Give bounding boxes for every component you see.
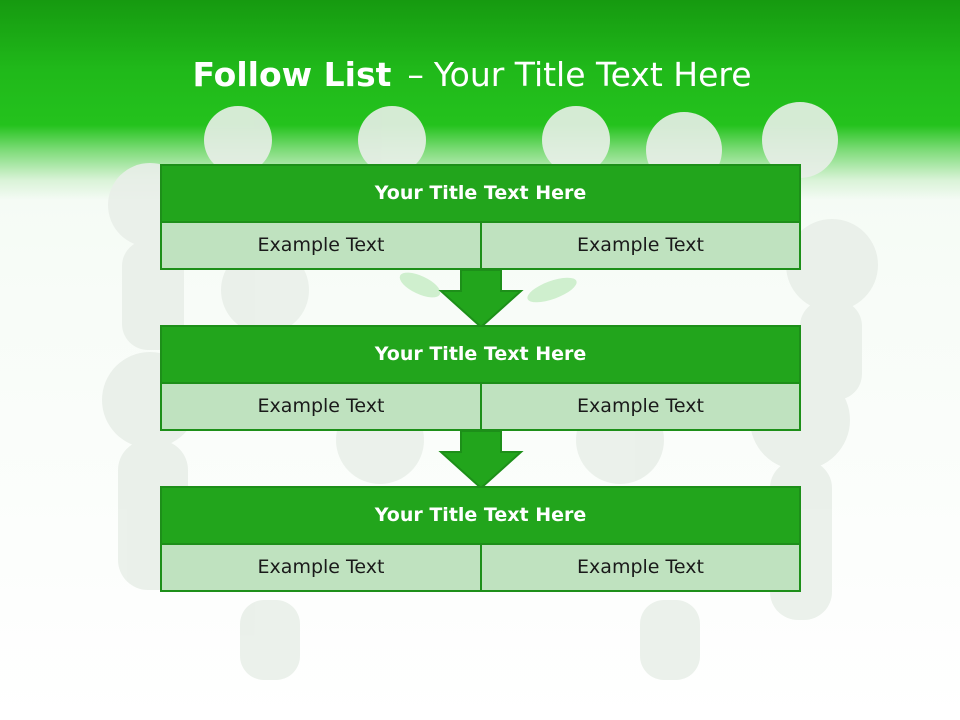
step-cell-right: Example Text [482, 223, 799, 268]
step-title: Your Title Text Here [162, 327, 799, 384]
slide-title: Follow List–Your Title Text Here [0, 52, 944, 98]
figure-head [358, 106, 426, 174]
figure-head [762, 102, 838, 178]
step-block-3: Your Title Text Here Example Text Exampl… [160, 486, 801, 592]
title-separator: – [407, 55, 424, 94]
figure-head [786, 219, 878, 311]
step-title: Your Title Text Here [162, 166, 799, 223]
step-block-2: Your Title Text Here Example Text Exampl… [160, 325, 801, 431]
figure-head [542, 106, 610, 174]
step-cell-right: Example Text [482, 384, 799, 429]
step-block-1: Your Title Text Here Example Text Exampl… [160, 164, 801, 270]
down-arrow-icon [438, 431, 524, 489]
figure-arm [527, 277, 577, 303]
step-cell-right: Example Text [482, 545, 799, 590]
step-title: Your Title Text Here [162, 488, 799, 545]
down-arrow-icon [438, 270, 524, 328]
figure-body [240, 600, 300, 680]
title-bold: Follow List [192, 55, 392, 94]
figure-head [204, 106, 272, 174]
step-cell-left: Example Text [162, 545, 482, 590]
figure-arm [399, 272, 441, 298]
figure-body [640, 600, 700, 680]
title-rest: Your Title Text Here [433, 55, 752, 94]
step-cell-left: Example Text [162, 384, 482, 429]
step-cell-left: Example Text [162, 223, 482, 268]
